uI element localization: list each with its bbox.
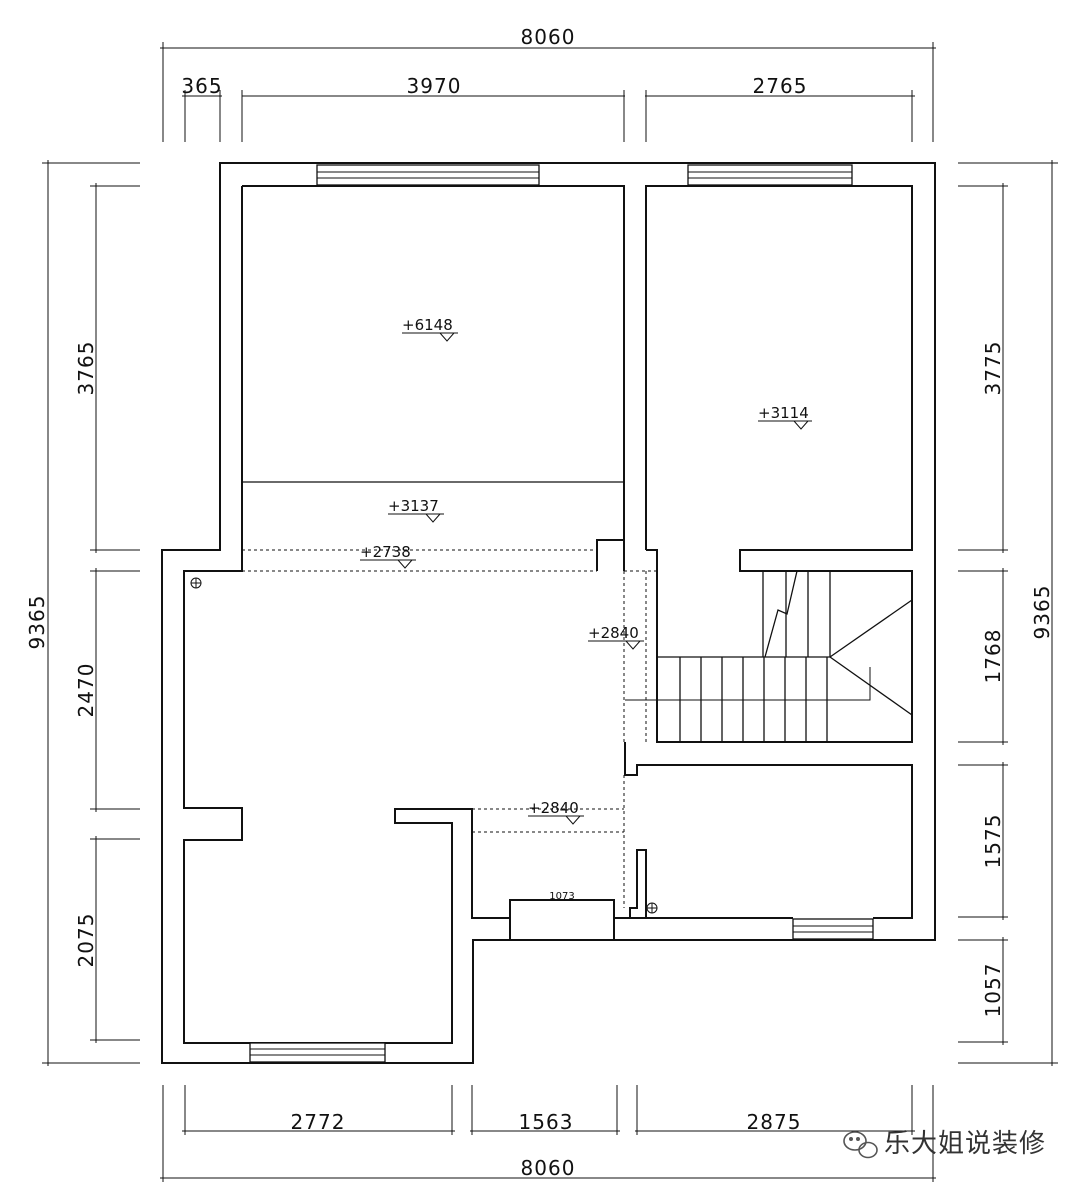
level-markers: +6148 +3114 +3137 +2738 +2840 +2840 xyxy=(360,316,812,825)
level-marker-2840-b: +2840 xyxy=(528,799,584,825)
window-bottom-left xyxy=(249,1042,386,1063)
level-marker-2840-a: +2840 xyxy=(588,624,644,650)
dim-top-c: 2765 xyxy=(753,74,808,98)
dim-top-b: 3970 xyxy=(407,74,462,98)
dim-bottom-b: 1563 xyxy=(519,1110,574,1134)
dim-bottom-c: 2875 xyxy=(747,1110,802,1134)
level-2840b-label: +2840 xyxy=(528,799,579,817)
level-marker-3137: +3137 xyxy=(388,497,444,523)
dimension-lines xyxy=(42,42,1058,1182)
staircase xyxy=(625,570,913,742)
dim-right-c: 1575 xyxy=(981,814,1005,869)
door-width-label: 1073 xyxy=(549,891,574,902)
dim-left-b: 2470 xyxy=(74,663,98,718)
dim-left-total: 9365 xyxy=(25,595,49,650)
floor-drain-icon xyxy=(646,902,658,914)
window-top-left xyxy=(316,164,540,186)
room-top-right xyxy=(645,185,913,743)
room-bottom-right xyxy=(624,742,913,919)
dim-right-total: 9365 xyxy=(1030,585,1054,640)
dim-top-a: 365 xyxy=(181,74,222,98)
level-2840a-label: +2840 xyxy=(588,624,639,642)
dim-right-a: 3775 xyxy=(981,341,1005,396)
dim-bottom-a: 2772 xyxy=(291,1110,346,1134)
dashed-lines xyxy=(242,549,657,908)
floor-drains xyxy=(190,577,658,914)
window-top-right xyxy=(687,164,853,186)
floor-drain-icon xyxy=(190,577,202,589)
level-3137-label: +3137 xyxy=(388,497,439,515)
dim-bottom-total: 8060 xyxy=(521,1156,576,1180)
level-marker-6148: +6148 xyxy=(402,316,458,342)
window-bottom-right xyxy=(792,918,874,940)
dim-top-total: 8060 xyxy=(521,25,576,49)
windows xyxy=(249,164,874,1063)
watermark-text: 乐大姐说装修 xyxy=(884,1129,1046,1159)
column-block xyxy=(597,539,658,571)
door-opening: 1073 xyxy=(549,891,574,902)
dim-right-d: 1057 xyxy=(981,963,1005,1018)
living-room-inner-wall xyxy=(183,186,630,1044)
wechat-icon xyxy=(843,1131,878,1159)
level-marker-2738: +2738 xyxy=(360,543,416,569)
watermark: 乐大姐说装修 xyxy=(843,1129,1046,1159)
dimension-labels: 8060 365 3970 2765 2772 1563 2875 8060 9… xyxy=(25,25,1054,1180)
level-6148-label: +6148 xyxy=(402,316,453,334)
level-3114-label: +3114 xyxy=(758,404,809,422)
exterior-wall-outer xyxy=(161,162,936,1064)
dim-right-b: 1768 xyxy=(981,629,1005,684)
level-2738-label: +2738 xyxy=(360,543,411,561)
level-marker-3114: +3114 xyxy=(758,404,812,430)
dim-left-a: 3765 xyxy=(74,341,98,396)
dim-left-c: 2075 xyxy=(74,913,98,968)
